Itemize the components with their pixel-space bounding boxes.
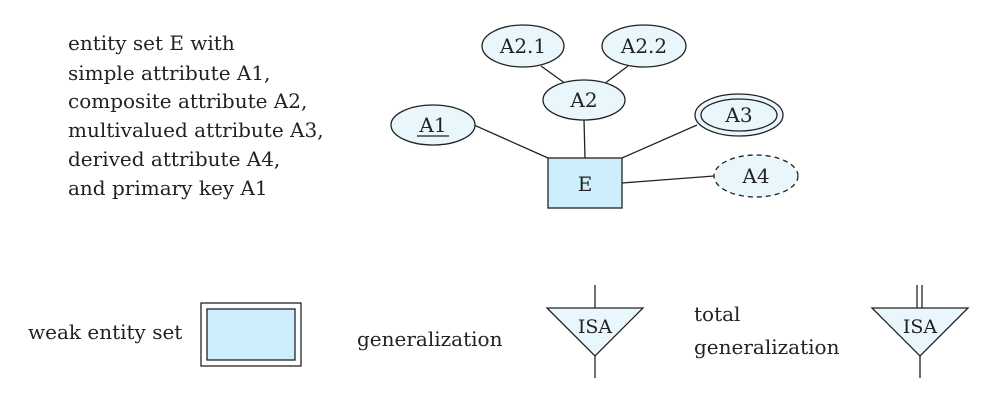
attribute-a3-label: A3 — [724, 103, 752, 127]
total-generalization-triangle — [870, 307, 970, 357]
attribute-a2-1-label: A2.1 — [499, 34, 546, 58]
total-generalization-label-line-2: generalization — [694, 335, 840, 359]
attribute-a2-2-label: A2.2 — [620, 34, 667, 58]
description-text: entity set E with simple attribute A1, c… — [68, 31, 324, 200]
line-a3-e — [621, 124, 698, 159]
description-line-4: multivalued attribute A3, — [68, 118, 324, 142]
connectors — [473, 65, 715, 184]
generalization-isa-label: ISA — [578, 316, 613, 338]
attribute-a2-1-ellipse — [481, 24, 565, 68]
total-generalization-isa-label: ISA — [903, 316, 938, 338]
attribute-a2-2: A2.2 — [601, 24, 687, 68]
legend-generalization: generalization ISA — [357, 285, 645, 378]
line-a21-a2 — [540, 65, 567, 85]
description-line-5: derived attribute A4, — [68, 147, 280, 171]
line-a22-a2 — [603, 65, 629, 85]
attribute-a4: A4 — [713, 154, 799, 198]
total-generalization-label-line-1: total — [694, 302, 740, 326]
attribute-a3-inner-ellipse — [700, 98, 778, 132]
attribute-a1-label: A1 — [418, 113, 446, 137]
entity-label: E — [578, 172, 593, 196]
line-e-a4 — [621, 175, 715, 184]
attribute-a2-label: A2 — [569, 88, 597, 112]
attribute-a1: A1 — [390, 104, 476, 146]
description-line-1: entity set E with — [68, 31, 235, 55]
line-a2-e — [583, 119, 586, 159]
legend-total-generalization: total generalization ISA — [694, 285, 970, 378]
description-line-2: simple attribute A1, — [68, 61, 270, 85]
attribute-a3-outer-ellipse — [694, 93, 784, 137]
attribute-a2-ellipse — [542, 79, 626, 121]
legend-weak-entity-set: weak entity set — [28, 302, 302, 367]
attribute-a2: A2 — [542, 79, 626, 121]
line-a1-e — [473, 124, 549, 159]
weak-entity-inner-box — [206, 308, 296, 361]
attribute-a4-ellipse — [713, 154, 799, 198]
generalization-label: generalization — [357, 327, 503, 351]
entity-e: E — [547, 157, 623, 209]
attribute-a2-2-ellipse — [601, 24, 687, 68]
generalization-triangle — [545, 307, 645, 357]
description-line-6: and primary key A1 — [68, 176, 268, 200]
attribute-a3: A3 — [694, 93, 784, 137]
weak-entity-label: weak entity set — [28, 320, 182, 344]
attribute-a1-ellipse — [390, 104, 476, 146]
description-line-3: composite attribute A2, — [68, 89, 307, 113]
entity-box — [547, 157, 623, 209]
attribute-a4-label: A4 — [741, 164, 769, 188]
attribute-a2-1: A2.1 — [481, 24, 565, 68]
